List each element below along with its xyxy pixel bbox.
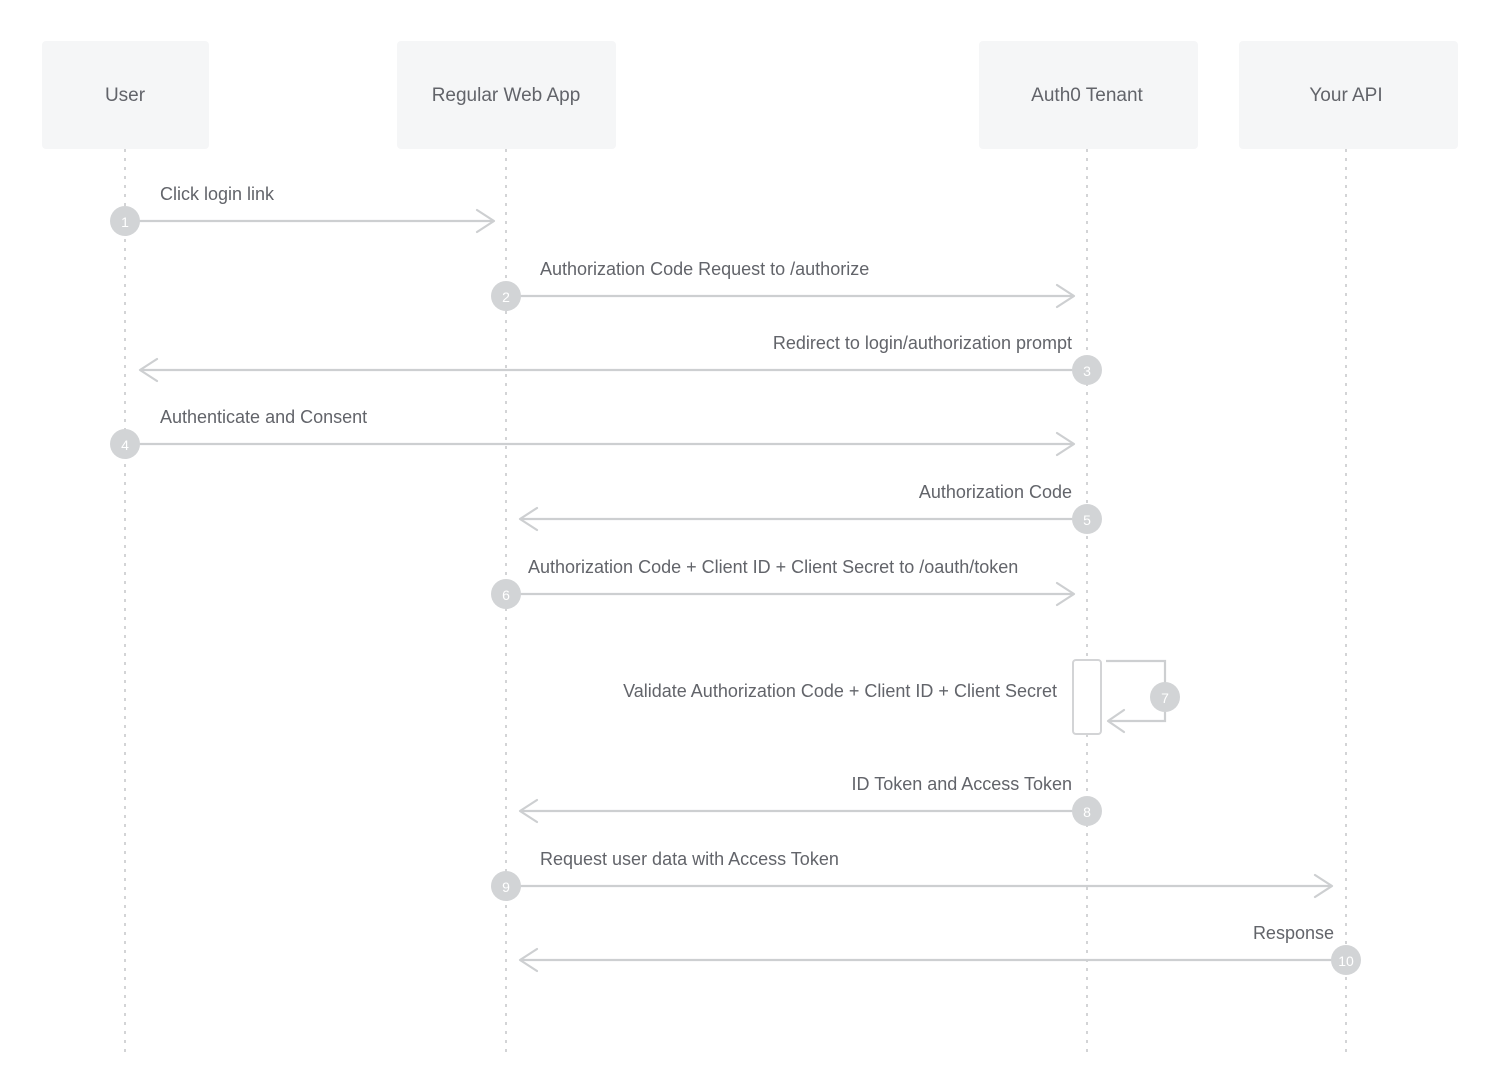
- message-label-step-8: ID Token and Access Token: [852, 774, 1072, 794]
- message-step-5[interactable]: Authorization Code 5: [518, 482, 1102, 534]
- message-step-3[interactable]: Redirect to login/authorization prompt 3: [138, 333, 1102, 385]
- arrowhead-step-8: [518, 798, 539, 824]
- participants-layer: User Regular Web App Auth0 Tenant Your API: [42, 41, 1458, 149]
- step-badge-label-4: 4: [121, 437, 129, 453]
- message-label-step-10: Response: [1253, 923, 1334, 943]
- message-label-step-9: Request user data with Access Token: [540, 849, 839, 869]
- participant-label-api: Your API: [1309, 85, 1382, 106]
- step-badge-label-5: 5: [1083, 512, 1091, 528]
- step-badge-circle-7: [1150, 682, 1180, 712]
- participant-api[interactable]: Your API: [1239, 41, 1458, 149]
- participant-label-webapp: Regular Web App: [432, 85, 581, 106]
- message-step-4[interactable]: Authenticate and Consent 4: [110, 407, 1076, 459]
- message-label-step-2: Authorization Code Request to /authorize: [540, 259, 869, 279]
- arrowhead-step-7: [1106, 708, 1126, 734]
- arrowhead-step-6: [1055, 581, 1076, 607]
- participant-label-user: User: [105, 85, 146, 106]
- participant-box-user: [42, 41, 209, 149]
- step-badge-circle-2: [491, 281, 521, 311]
- participant-box-api: [1239, 41, 1458, 149]
- step-badge-circle-3: [1072, 355, 1102, 385]
- arrowhead-step-4: [1055, 431, 1076, 457]
- step-badge-circle-10: [1331, 945, 1361, 975]
- step-badge-label-7: 7: [1161, 690, 1169, 706]
- step-badge-circle-5: [1072, 504, 1102, 534]
- message-step-7[interactable]: Validate Authorization Code + Client ID …: [623, 659, 1180, 735]
- arrowhead-step-9: [1313, 873, 1334, 899]
- participant-webapp[interactable]: Regular Web App: [397, 41, 616, 149]
- activation-box-step-7: [1072, 659, 1102, 735]
- step-badge-circle-4: [110, 429, 140, 459]
- message-label-step-6: Authorization Code + Client ID + Client …: [528, 557, 1018, 577]
- message-label-step-3: Redirect to login/authorization prompt: [773, 333, 1072, 353]
- participant-user[interactable]: User: [42, 41, 209, 149]
- step-badge-label-9: 9: [502, 879, 510, 895]
- step-badge-circle-1: [110, 206, 140, 236]
- step-badge-label-2: 2: [502, 289, 510, 305]
- participant-label-auth0: Auth0 Tenant: [1031, 85, 1143, 106]
- step-badge-label-3: 3: [1083, 363, 1091, 379]
- step-badge-circle-6: [491, 579, 521, 609]
- participant-box-webapp: [397, 41, 616, 149]
- message-step-9[interactable]: Request user data with Access Token 9: [491, 849, 1334, 901]
- arrowhead-step-2: [1055, 283, 1076, 309]
- arrowhead-step-3: [138, 357, 159, 383]
- step-badge-label-6: 6: [502, 587, 510, 603]
- participant-auth0[interactable]: Auth0 Tenant: [979, 41, 1198, 149]
- arrowhead-step-5: [518, 506, 539, 532]
- message-label-step-7: Validate Authorization Code + Client ID …: [623, 681, 1057, 701]
- step-badge-label-10: 10: [1338, 953, 1354, 969]
- step-badge-label-1: 1: [121, 214, 129, 230]
- message-step-6[interactable]: Authorization Code + Client ID + Client …: [491, 557, 1076, 609]
- message-label-step-5: Authorization Code: [919, 482, 1072, 502]
- step-badge-circle-9: [491, 871, 521, 901]
- message-step-1[interactable]: Click login link 1: [110, 184, 496, 236]
- arrowhead-step-10: [518, 947, 539, 973]
- message-label-step-1: Click login link: [160, 184, 275, 204]
- message-step-2[interactable]: Authorization Code Request to /authorize…: [491, 259, 1076, 311]
- message-step-8[interactable]: ID Token and Access Token 8: [518, 774, 1102, 826]
- step-badge-label-8: 8: [1083, 804, 1091, 820]
- participant-box-auth0: [979, 41, 1198, 149]
- message-label-step-4: Authenticate and Consent: [160, 407, 367, 427]
- arrowhead-step-1: [475, 208, 496, 234]
- step-badge-circle-8: [1072, 796, 1102, 826]
- lifelines-layer: [124, 149, 1347, 1055]
